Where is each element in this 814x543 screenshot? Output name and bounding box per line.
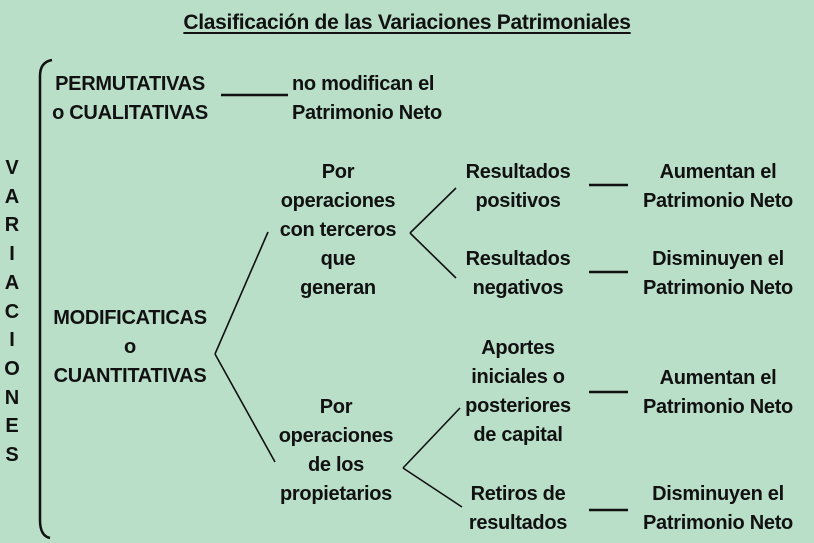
permutativas-effect: no modifican el Patrimonio Neto — [292, 73, 442, 124]
branch-to-terceros — [214, 231, 269, 355]
negativos-effect: Disminuyen el Patrimonio Neto — [643, 248, 793, 299]
aportes-effect: Aumentan el Patrimonio Neto — [643, 367, 793, 418]
vertical-letter: A — [4, 271, 20, 294]
vertical-letter: E — [5, 415, 19, 438]
terceros-label: Por operaciones con terceros que generan — [279, 161, 397, 299]
branch-to-negativos — [409, 232, 457, 279]
branch-to-propietarios — [214, 353, 276, 463]
main-brace — [38, 58, 53, 540]
vertical-letter: V — [5, 157, 19, 179]
vertical-label-variaciones: V A R I A C I O N E S — [0, 154, 24, 470]
positivos-effect: Aumentan el Patrimonio Neto — [643, 161, 793, 212]
vertical-letter: S — [5, 444, 19, 467]
vertical-letter: A — [4, 185, 20, 208]
branch-to-retiros — [402, 467, 463, 508]
vertical-letter: R — [4, 214, 20, 237]
vertical-letter: N — [4, 386, 20, 409]
branch-to-aportes — [402, 407, 461, 469]
diagram-title: Clasificación de las Variaciones Patrimo… — [183, 11, 631, 34]
vertical-letter: C — [4, 300, 20, 323]
permutativas-label: PERMUTATIVAS o CUALITATIVAS — [52, 73, 208, 124]
vertical-letter: I — [9, 243, 15, 266]
resultados-positivos-label: Resultados positivos — [465, 161, 571, 212]
retiros-label: Retiros de resultados — [468, 483, 568, 534]
branch-to-positivos — [409, 187, 457, 234]
propietarios-label: Por operaciones de los propietarios — [278, 396, 394, 505]
vertical-letter: I — [9, 329, 15, 352]
vertical-letter: O — [4, 357, 20, 380]
aportes-label: Aportes iniciales o posteriores de capit… — [465, 337, 571, 446]
modificativas-label: MODIFICATICAS o CUANTITATIVAS — [53, 307, 207, 387]
retiros-effect: Disminuyen el Patrimonio Neto — [643, 483, 793, 534]
resultados-negativos-label: Resultados negativos — [465, 248, 571, 299]
